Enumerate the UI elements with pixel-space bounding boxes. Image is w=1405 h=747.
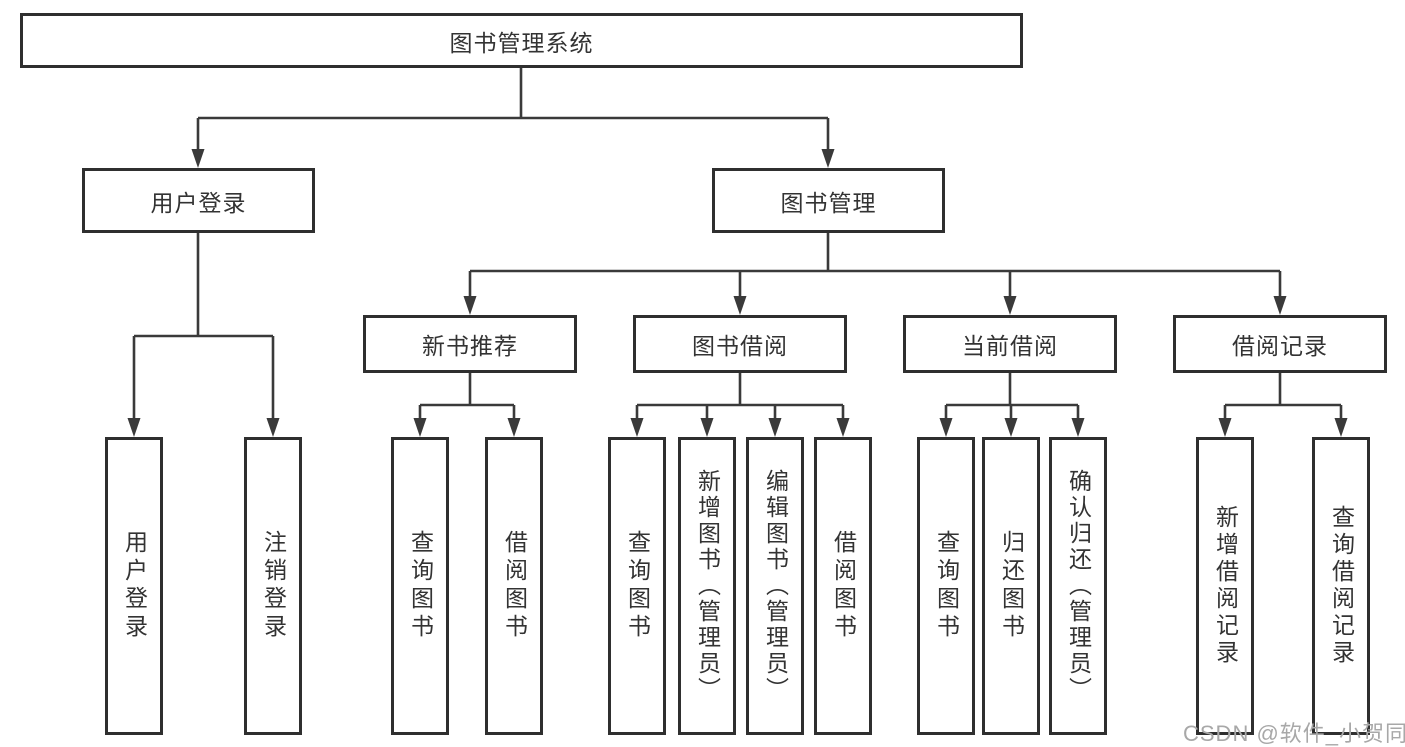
leaf-user-login: 用户登录 bbox=[105, 437, 163, 735]
node-library-management-system: 图书管理系统 bbox=[20, 13, 1023, 68]
leaf-logout: 注销登录 bbox=[244, 437, 302, 735]
leaf-add-borrow-record: 新增借阅记录 bbox=[1196, 437, 1254, 735]
leaf-query-books-borrowing: 查询图书 bbox=[608, 437, 666, 735]
connector-book-management bbox=[463, 233, 1287, 315]
leaf-query-borrow-record: 查询借阅记录 bbox=[1312, 437, 1370, 735]
node-book-borrowing: 图书借阅 bbox=[633, 315, 847, 373]
connector-root-to-branches bbox=[191, 68, 835, 168]
node-user-login: 用户登录 bbox=[82, 168, 315, 233]
node-new-book-recommendation: 新书推荐 bbox=[363, 315, 577, 373]
connector-new-book-recommendation bbox=[413, 373, 521, 437]
leaf-query-books-recommendation: 查询图书 bbox=[391, 437, 449, 735]
connector-user-login bbox=[127, 233, 280, 437]
leaf-borrow-books-recommendation: 借阅图书 bbox=[485, 437, 543, 735]
connector-borrowing-records bbox=[1218, 373, 1348, 437]
leaf-add-book-admin: 新增图书（管理员） bbox=[678, 437, 736, 735]
leaf-confirm-return-admin: 确认归还（管理员） bbox=[1049, 437, 1107, 735]
leaf-edit-book-admin: 编辑图书（管理员） bbox=[746, 437, 804, 735]
connector-book-borrowing bbox=[630, 373, 850, 437]
leaf-return-books: 归还图书 bbox=[982, 437, 1040, 735]
node-book-management: 图书管理 bbox=[712, 168, 945, 233]
node-borrowing-records: 借阅记录 bbox=[1173, 315, 1387, 373]
csdn-watermark: CSDN @软件_小贺同学 bbox=[1183, 721, 1405, 746]
leaf-query-books-current: 查询图书 bbox=[917, 437, 975, 735]
leaf-borrow-books-borrowing: 借阅图书 bbox=[814, 437, 872, 735]
node-current-borrowing: 当前借阅 bbox=[903, 315, 1117, 373]
connector-current-borrowing bbox=[939, 373, 1085, 437]
